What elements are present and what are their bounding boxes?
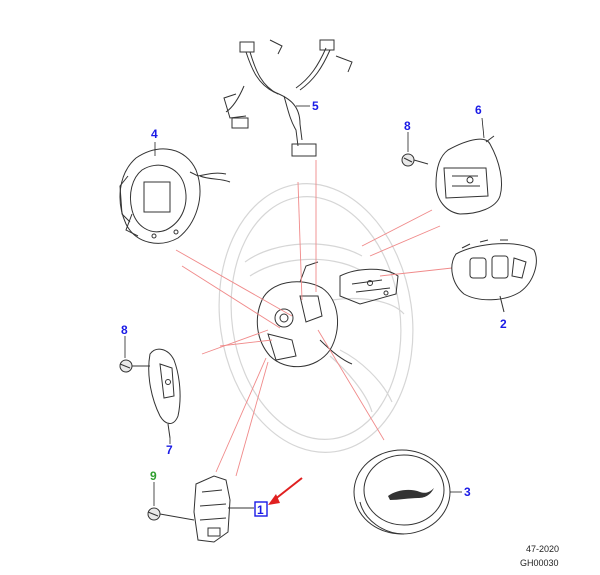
reference-code: GH00030 xyxy=(520,558,559,568)
part-2-switch-pack xyxy=(451,239,537,313)
jaguar-leaper-logo xyxy=(388,488,434,500)
part-8-screw-lower xyxy=(119,359,150,373)
part-8-screw-upper xyxy=(401,153,429,167)
callout-8-lower: 8 xyxy=(121,323,128,337)
reference-date: 47-2020 xyxy=(526,544,559,554)
callout-7: 7 xyxy=(166,443,173,457)
steering-wheel-outline xyxy=(218,183,414,453)
callout-5: 5 xyxy=(312,99,319,113)
callout-leaders xyxy=(124,105,485,506)
part-3-airbag-module xyxy=(353,449,462,535)
callout-1: 1 xyxy=(257,503,264,517)
pointer-arrow xyxy=(268,477,303,505)
leader-lines xyxy=(175,160,453,477)
part-5-wiring-harness xyxy=(223,39,353,157)
callout-3: 3 xyxy=(464,485,471,499)
part-1-bracket xyxy=(193,475,254,543)
callout-2: 2 xyxy=(500,317,507,331)
callout-4: 4 xyxy=(151,127,158,141)
part-7-left-cover xyxy=(148,348,181,439)
part-6-shift-paddle xyxy=(435,135,503,215)
callout-9: 9 xyxy=(150,469,157,483)
part-9-screw xyxy=(147,507,195,521)
callout-6: 6 xyxy=(475,103,482,117)
callout-8-upper: 8 xyxy=(404,119,411,133)
callout-1-highlight-box xyxy=(254,501,268,517)
part-4-rotary-coupler xyxy=(119,148,231,244)
